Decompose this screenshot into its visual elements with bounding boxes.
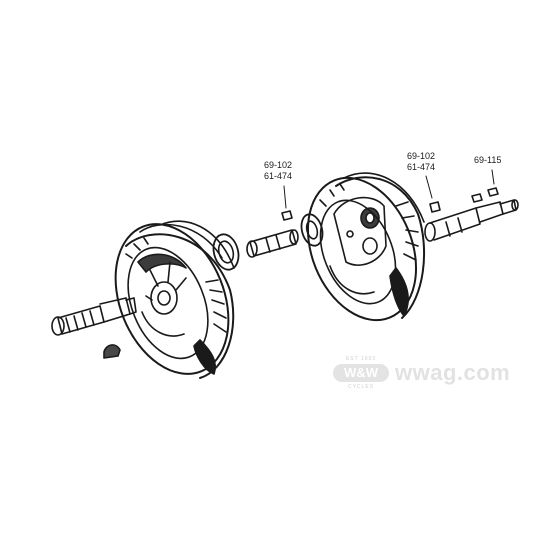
right-stud-nut bbox=[429, 201, 441, 213]
thrust-washer-right bbox=[300, 213, 324, 247]
left-flywheel bbox=[114, 220, 235, 379]
right-crankshaft bbox=[424, 199, 519, 242]
callout-left-stud-nut: 69-102 61-474 bbox=[264, 160, 292, 182]
callout-right-stud-nut: 69-102 61-474 bbox=[407, 151, 435, 173]
right-keys bbox=[471, 187, 499, 203]
callout-line: 69-115 bbox=[474, 155, 502, 165]
leader-lines bbox=[283, 169, 495, 209]
left-crankshaft bbox=[51, 297, 137, 336]
callout-key: 69-115 bbox=[474, 155, 501, 166]
callout-line: 61-474 bbox=[264, 171, 293, 181]
watermark-domain: wwag.com bbox=[395, 360, 511, 385]
callout-line: 69-102 bbox=[407, 151, 436, 161]
left-key bbox=[103, 344, 121, 359]
callout-line: 69-102 bbox=[264, 160, 293, 170]
watermark-subtext: CYCLES bbox=[347, 384, 374, 390]
watermark: EST 1993 W&W CYCLES wwag.com bbox=[333, 352, 513, 392]
watermark-logo: W&W bbox=[333, 364, 389, 382]
right-flywheel bbox=[306, 172, 426, 322]
thrust-washer-left bbox=[212, 233, 240, 271]
left-stud-nut bbox=[281, 210, 293, 221]
crank-pin bbox=[246, 229, 299, 258]
watermark-est: EST 1993 bbox=[345, 356, 377, 362]
callout-line: 61-474 bbox=[407, 162, 436, 172]
